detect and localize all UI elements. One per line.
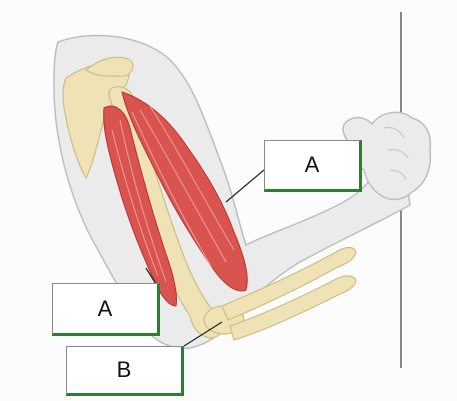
- label-box-triceps: A: [52, 283, 160, 336]
- label-box-bone: B: [66, 346, 184, 396]
- label-box-biceps: A: [264, 140, 362, 192]
